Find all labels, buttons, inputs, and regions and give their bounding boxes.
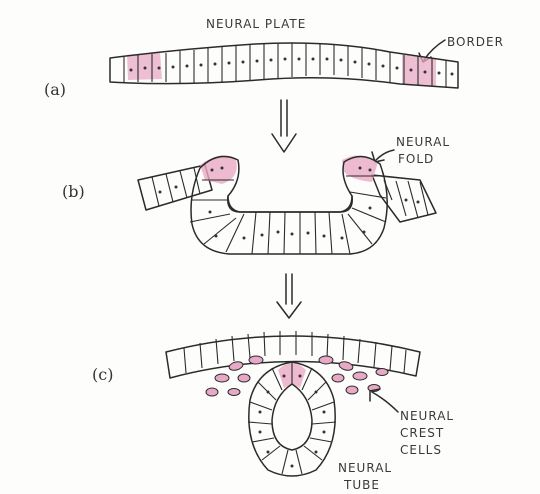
neural-tube-lumen: [272, 384, 312, 450]
ectoderm-right: [372, 175, 436, 222]
border-left-highlight: [127, 52, 162, 80]
neural-fold-label-line2: FOLD: [398, 152, 434, 166]
neural-tube-nuclei: [259, 375, 326, 468]
panel-b-label: (b): [62, 182, 85, 201]
neural-fold-nuclei: [159, 167, 420, 240]
neural-tube-label-line2: TUBE: [343, 478, 380, 492]
panel-c: (c): [92, 331, 454, 492]
neural-tube-label-line1: NEURAL: [338, 461, 392, 475]
neural-fold-cells: [190, 176, 386, 254]
neural-crest-label-line2: CREST: [400, 426, 444, 440]
panel-a-label: (a): [44, 80, 66, 99]
panel-a: (a) NEURAL PLATE BORDER: [44, 17, 504, 99]
border-label: BORDER: [447, 35, 504, 49]
panel-c-label: (c): [92, 365, 113, 384]
neural-plate-label: NEURAL PLATE: [206, 17, 306, 31]
neural-fold-label-line1: NEURAL: [396, 135, 450, 149]
arrow-a-to-b: [272, 100, 296, 152]
panel-b: (b) NEURAL FOLD: [62, 135, 450, 254]
neural-fold-inner: [228, 196, 353, 212]
neural-crest-label-line3: CELLS: [400, 443, 442, 457]
neural-fold-arrow: [376, 150, 394, 160]
neural-crest-arrow: [372, 392, 398, 412]
neural-plate-cells: [124, 43, 446, 87]
border-right-highlight: [402, 55, 436, 86]
neural-crest-label-line1: NEURAL: [400, 409, 454, 423]
arrow-b-to-c: [277, 274, 301, 318]
